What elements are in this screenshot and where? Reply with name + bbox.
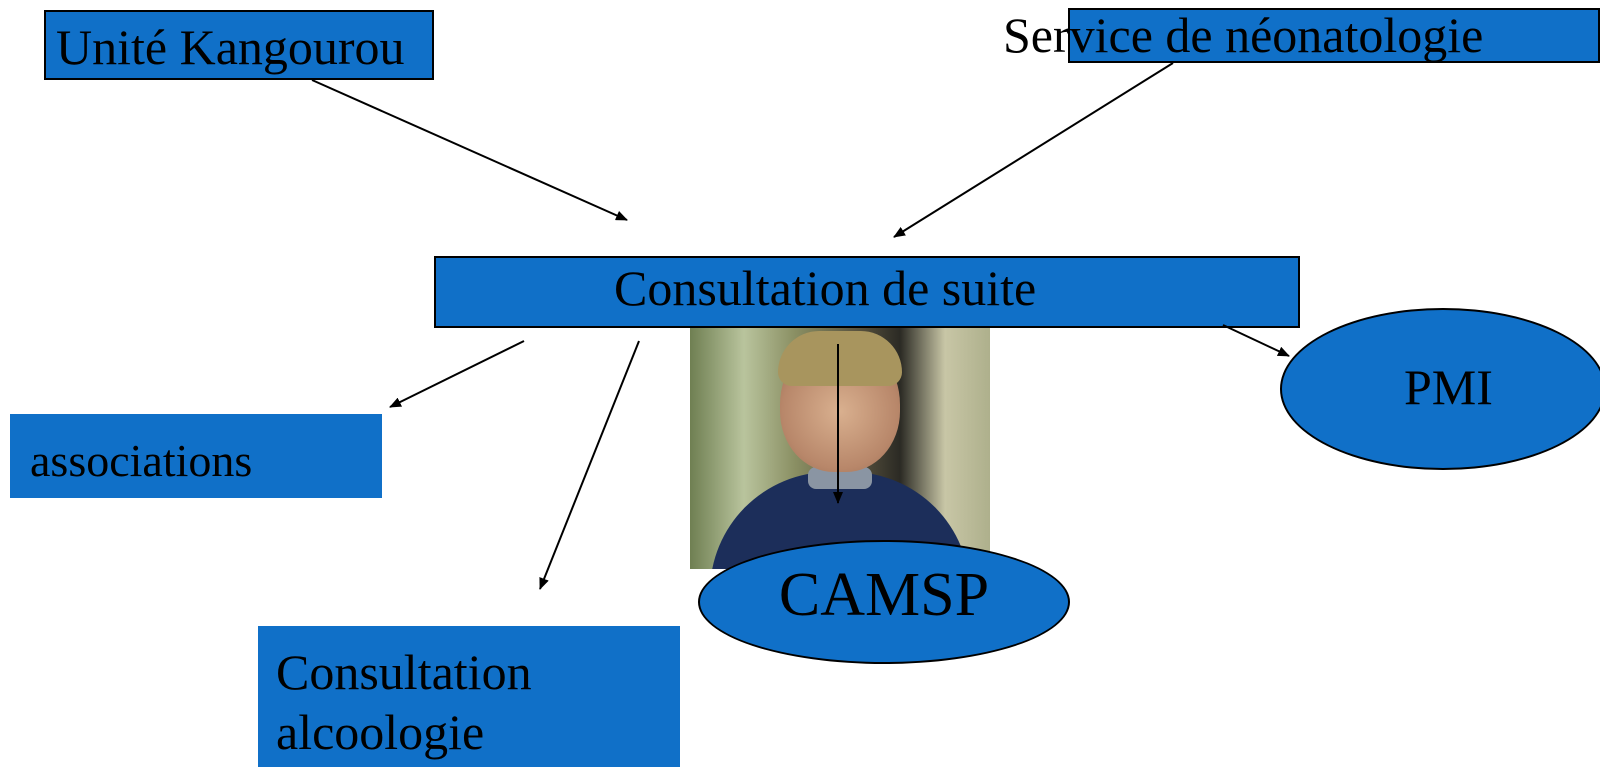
node-unite-kangourou: Unité Kangourou (44, 10, 434, 80)
node-consultation-de-suite-label: Consultation de suite (614, 260, 1037, 316)
node-associations: associations (10, 414, 382, 498)
node-camsp-label: CAMSP (778, 561, 990, 629)
node-consultation-alcoologie-label: Consultation alcoologie (276, 642, 532, 762)
node-consultation-de-suite: Consultation de suite (434, 256, 1300, 328)
node-unite-kangourou-label: Unité Kangourou (56, 19, 405, 75)
child-collar (808, 467, 872, 489)
node-pmi: PMI (1280, 308, 1600, 470)
node-pmi-label: PMI (1404, 359, 1493, 415)
child-photo (690, 327, 990, 569)
arrow-consultation-to-alcoologie (539, 340, 640, 590)
arrow-consultation-to-associations (389, 340, 525, 408)
node-associations-label: associations (30, 435, 253, 486)
arrow-neonatologie-to-consultation (893, 62, 1174, 238)
node-service-neonatologie-label: Service de néonatologie (1003, 7, 1484, 63)
node-consultation-alcoologie-line2: alcoologie (276, 704, 485, 760)
node-consultation-alcoologie-line1: Consultation (276, 644, 532, 700)
node-camsp: CAMSP (698, 540, 1070, 664)
arrow-consultation-to-pmi (1222, 324, 1290, 357)
arrow-kangourou-to-consultation (311, 79, 628, 221)
child-hair (778, 331, 902, 386)
node-service-neonatologie (1068, 8, 1600, 63)
node-consultation-alcoologie: Consultation alcoologie (258, 626, 680, 767)
